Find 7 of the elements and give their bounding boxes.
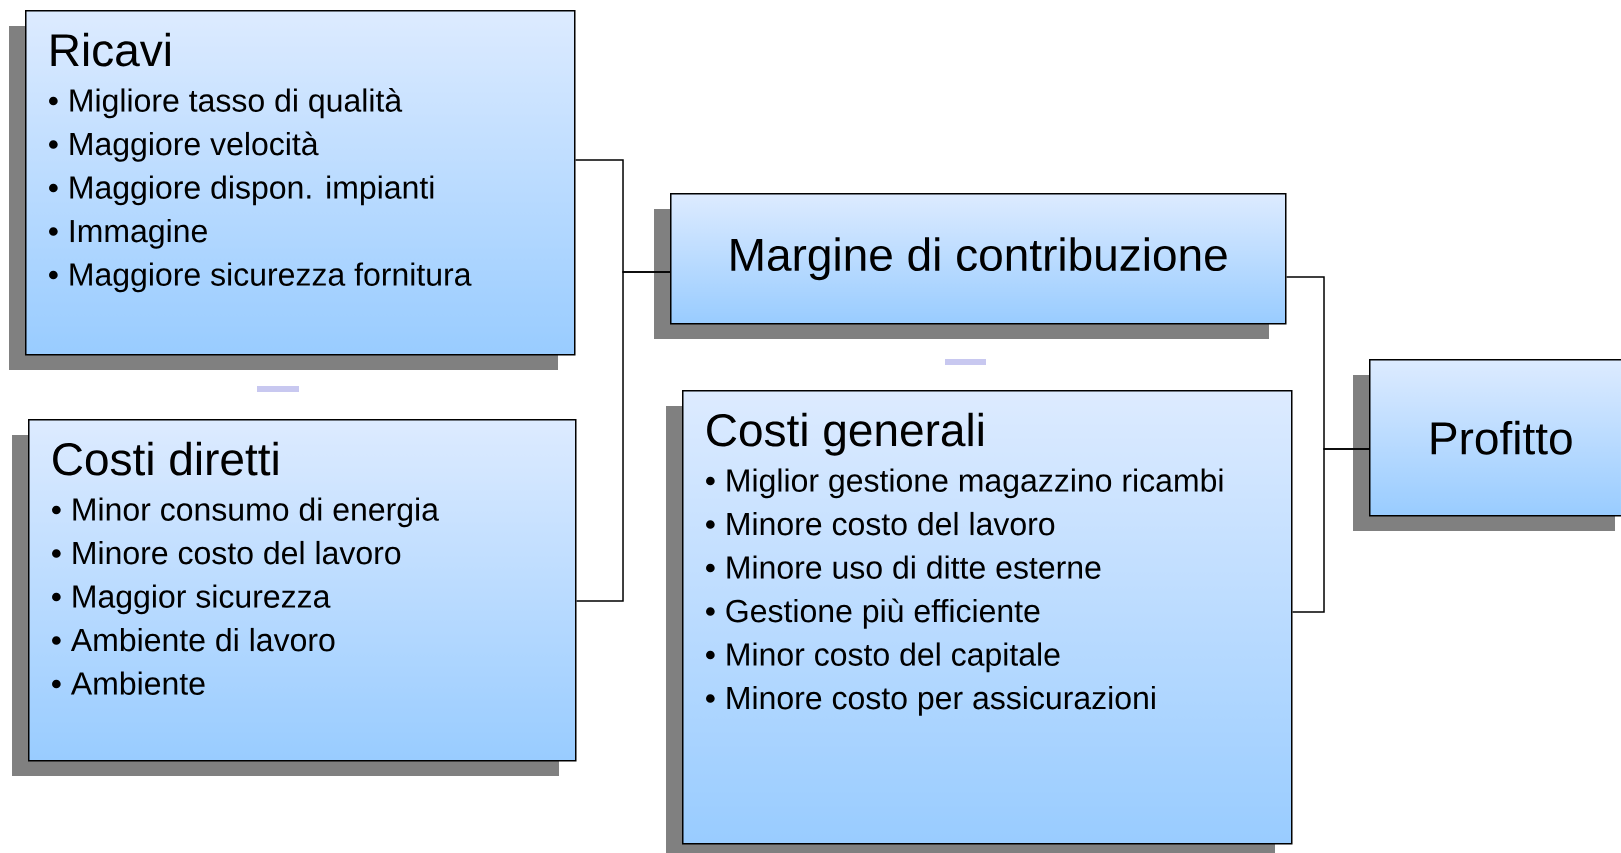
text-box: Ricavi • Migliore tasso di qualità • Maggiore velocità • Maggiore dispon. impianti • Immagine • Maggiore sicurezza fornitura xyxy=(9,10,576,370)
connector-line xyxy=(1291,448,1370,613)
text-box: Costi generali • Miglior gestione magazzino ricambi • Minore costo del lavoro • Minore uso di ditte esterne • Gestione più efficiente • Minor costo del capitale • Minore costo per assicurazioni xyxy=(666,390,1293,853)
text-box: Profitto xyxy=(1353,359,1621,531)
connector-line xyxy=(575,271,671,602)
text-box: Costi diretti • Minor consumo di energia • Minore costo del lavoro • Maggior sicurezza • Ambiente di lavoro • Ambiente xyxy=(12,419,577,776)
text-box: Margine di contribuzione xyxy=(654,193,1287,339)
